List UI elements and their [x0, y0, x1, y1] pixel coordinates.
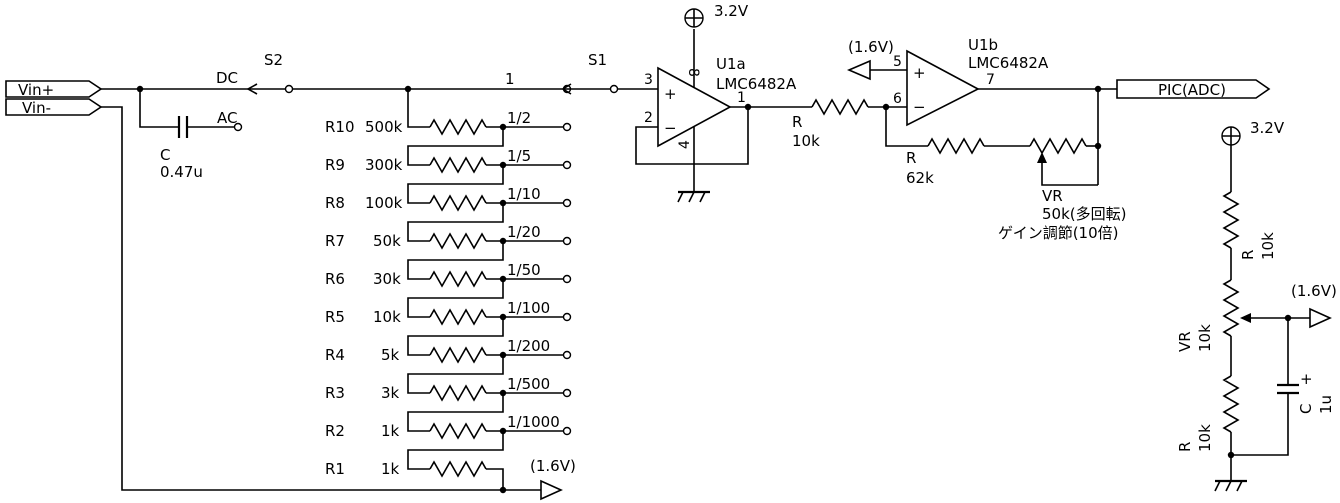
pos-label: 1/100: [507, 299, 550, 317]
ref-r-bot-value: 10k: [1196, 424, 1214, 452]
selector-terminals: [562, 84, 572, 436]
attenuator-ladder: [407, 89, 563, 501]
resistor-value: 1k: [381, 422, 400, 440]
reference-generator: 3.2V R 10k (1.6V) VR 10k R 10k + C 1u: [1176, 119, 1337, 492]
u1a-minus-sign: −: [664, 119, 677, 137]
pos-label: 1/50: [507, 261, 541, 279]
ref-1.6v-label: (1.6V): [530, 457, 576, 475]
u1a-pin-minus: 2: [644, 110, 653, 126]
pic-adc-port: PIC(ADC): [1116, 79, 1271, 99]
switch-s1: S1: [561, 51, 658, 95]
u1b-ref: U1b: [968, 36, 998, 54]
ac-label: AC: [217, 109, 237, 127]
dc-label: DC: [216, 69, 238, 87]
pos-label: 1/500: [507, 375, 550, 393]
pos-label: 1/1000: [507, 413, 560, 431]
resistor-value: 500k: [365, 118, 403, 136]
pos-label: 1/2: [507, 109, 531, 127]
opamp-u1a: + − 3 2 1 8 4 U1a LMC6482A 3.2V: [635, 2, 812, 203]
u1b-ref-arrow-icon: [846, 59, 871, 81]
ref-r-top-ref: R: [1239, 250, 1257, 260]
resistor-value: 30k: [373, 270, 401, 288]
resistor-ref: R9: [325, 156, 345, 174]
ref-vr-wiper-icon: [1240, 313, 1251, 323]
feedback-r-value: 62k: [906, 169, 934, 187]
resistor-ref: R2: [325, 422, 345, 440]
opamp-u1b: + − 5 6 7 U1b LMC6482A (1.6V): [846, 36, 1117, 127]
pic-adc-label: PIC(ADC): [1158, 81, 1226, 99]
resistor-value: 300k: [365, 156, 403, 174]
pos-label: 1/5: [507, 147, 531, 165]
u1a-supply-label: 3.2V: [714, 2, 749, 20]
resistor-ref: R5: [325, 308, 345, 326]
u1a-plus-sign: +: [664, 85, 677, 103]
resistor-ref: R10: [325, 118, 355, 136]
ref-vr-ref: VR: [1176, 331, 1194, 352]
ref-cap-value: 1u: [1317, 395, 1335, 414]
vin-minus-label: Vin-: [22, 99, 51, 117]
resistor-ref: R1: [325, 460, 345, 478]
resistor-value: 3k: [381, 384, 400, 402]
gain-vr-ref: VR: [1042, 187, 1063, 205]
ref-output-label: (1.6V): [1291, 282, 1337, 300]
ref-1.6v-arrow-icon: [540, 479, 563, 501]
resistor-value: 5k: [381, 346, 400, 364]
u1b-pin-plus: 5: [893, 54, 902, 70]
u1a-pin-vcc: 8: [685, 68, 701, 77]
vin-plus-label: Vin+: [18, 81, 54, 99]
resistor-ref: R7: [325, 232, 345, 250]
feedback-network: R 62k VR 50k(多回転) ゲイン調節(10倍): [885, 89, 1126, 242]
ref-vr-value: 10k: [1196, 324, 1214, 352]
switch-s2: DC AC S2: [216, 51, 294, 127]
resistor-ref: R3: [325, 384, 345, 402]
ref-cap-plus: +: [1300, 370, 1313, 388]
u1b-ref-voltage: (1.6V): [848, 38, 894, 56]
u1b-plus-sign: +: [913, 64, 926, 82]
ref-r-bot-ref: R: [1176, 442, 1194, 452]
series-r-ref: R: [792, 113, 802, 131]
resistor-ref: R4: [325, 346, 345, 364]
coupling-cap-ref: C: [160, 146, 170, 164]
s1-label: S1: [588, 51, 607, 69]
ref-r-top-value: 10k: [1259, 232, 1277, 260]
s2-label: S2: [264, 51, 283, 69]
series-r-value: 10k: [792, 132, 820, 150]
u1a-part: LMC6482A: [716, 75, 797, 93]
feedback-r-ref: R: [906, 149, 916, 167]
pos-label: 1/10: [507, 185, 541, 203]
coupling-cap-value: 0.47u: [160, 163, 203, 181]
pos-label: 1: [505, 70, 515, 88]
pos-label: 1/200: [507, 337, 550, 355]
gain-vr-value: 50k(多回転): [1042, 205, 1126, 223]
coupling-capacitor: C 0.47u: [139, 89, 243, 181]
u1a-pin-plus: 3: [644, 72, 653, 88]
u1b-pin-out: 7: [986, 72, 995, 88]
u1b-part: LMC6482A: [968, 54, 1049, 72]
ref-output-arrow-icon: [1309, 307, 1332, 329]
ref-cap-ref: C: [1297, 404, 1315, 414]
pos-label: 1/20: [507, 223, 541, 241]
ref-supply-label: 3.2V: [1250, 119, 1285, 137]
resistor-ref: R6: [325, 270, 345, 288]
resistor-value: 100k: [365, 194, 403, 212]
u1a-ref: U1a: [716, 55, 746, 73]
u1b-pin-minus: 6: [893, 91, 902, 107]
u1a-pin-out: 1: [737, 90, 746, 106]
vin-minus-wire: [101, 106, 503, 491]
u1a-pin-gnd: 4: [677, 140, 693, 149]
u1b-minus-sign: −: [913, 98, 926, 116]
vin-minus-port: Vin-: [5, 98, 103, 117]
resistor-ref: R8: [325, 194, 345, 212]
resistor-value: 50k: [373, 232, 401, 250]
gain-vr-note: ゲイン調節(10倍): [998, 224, 1119, 242]
vr-wiper-arrow-icon: [1037, 152, 1047, 163]
vin-plus-port: Vin+: [5, 80, 103, 99]
resistor-value: 10k: [373, 308, 401, 326]
resistor-value: 1k: [381, 460, 400, 478]
